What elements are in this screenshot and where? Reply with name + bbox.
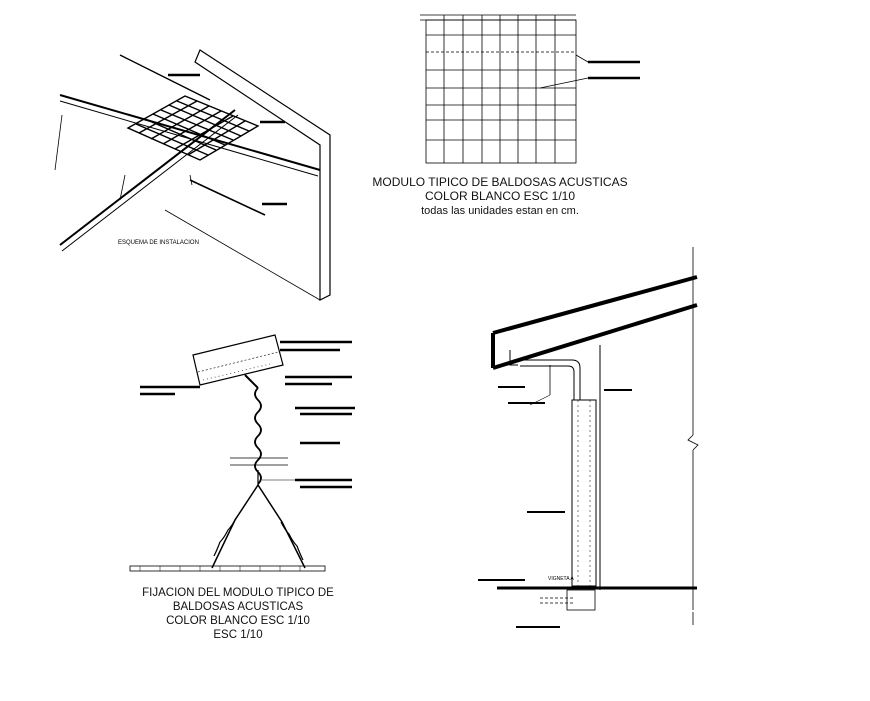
section-label-a: VIGNETA A bbox=[548, 576, 574, 582]
roof-slab-top bbox=[492, 275, 698, 335]
cross-rail-right bbox=[119, 54, 211, 101]
fixing-caption-4: ESC 1/10 bbox=[213, 629, 262, 641]
cross-rail-left bbox=[59, 109, 236, 246]
plan-caption-3: todas las unidades estan en cm. bbox=[421, 205, 579, 217]
isometric-installation-view bbox=[54, 49, 331, 301]
tile-grid bbox=[126, 95, 260, 161]
isometric-label: ESQUEMA DE INSTALACION bbox=[118, 240, 199, 246]
plan-module-grid bbox=[420, 14, 640, 164]
pipe-column bbox=[571, 399, 597, 587]
plan-caption-1: MODULO TIPICO DE BALDOSAS ACUSTICAS bbox=[372, 175, 627, 189]
main-rail bbox=[59, 94, 321, 171]
wall-panel bbox=[194, 49, 331, 301]
fixing-caption-1: FIJACION DEL MODULO TIPICO DE bbox=[142, 587, 334, 599]
fixing-detail bbox=[129, 334, 355, 572]
tile-strip bbox=[129, 565, 326, 572]
fixing-caption-3: COLOR BLANCO ESC 1/10 bbox=[166, 615, 310, 627]
concrete-slab bbox=[192, 334, 284, 386]
section-detail bbox=[478, 247, 699, 628]
fixing-caption-2: BALDOSAS ACUSTICAS bbox=[173, 601, 304, 613]
hanger-rod bbox=[254, 387, 262, 485]
plan-caption-2: COLOR BLANCO ESC 1/10 bbox=[425, 189, 575, 203]
